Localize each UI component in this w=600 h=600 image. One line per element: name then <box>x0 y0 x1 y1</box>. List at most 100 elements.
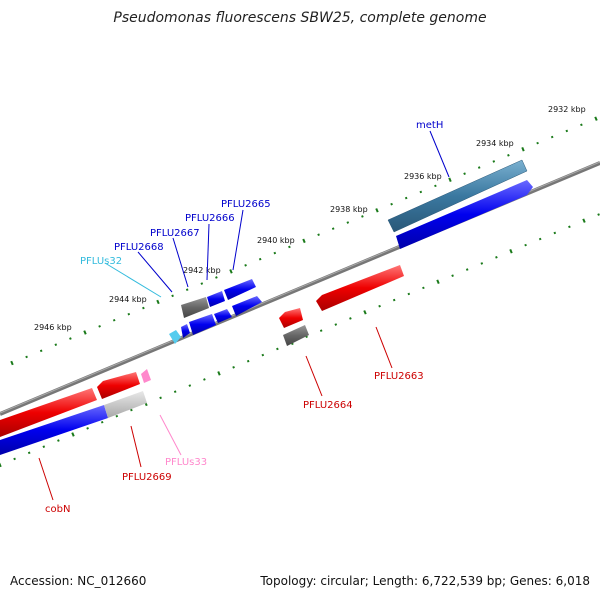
gene-label-cobN: cobN <box>45 504 70 515</box>
minor-tick <box>331 227 335 230</box>
minor-tick <box>463 172 466 175</box>
gene-label-PFLU2668: PFLU2668 <box>114 242 164 253</box>
minor-tick <box>171 294 174 298</box>
minor-tick <box>203 378 206 381</box>
minor-tick <box>334 323 338 326</box>
minor-tick <box>480 262 484 265</box>
minor-tick <box>25 355 28 359</box>
minor-tick <box>550 135 554 139</box>
major-tick <box>302 238 306 244</box>
minor-tick <box>404 196 408 200</box>
minor-tick <box>57 439 60 442</box>
gene-PFLU2664-gray[interactable] <box>283 325 309 346</box>
major-tick <box>217 371 221 376</box>
minor-tick <box>597 213 600 216</box>
minor-tick <box>98 325 101 328</box>
minor-tick <box>492 160 496 163</box>
minor-tick <box>258 257 262 261</box>
major-tick <box>10 360 14 366</box>
minor-tick <box>378 304 381 308</box>
gene-lightgray-lower[interactable] <box>104 391 147 418</box>
gene-PFLU2666[interactable] <box>207 291 225 307</box>
minor-tick <box>159 396 162 400</box>
minor-tick <box>112 318 116 322</box>
minor-tick <box>215 276 218 279</box>
minor-tick <box>434 184 437 188</box>
gene-forward-row2a[interactable] <box>232 296 262 316</box>
gene-forward-large[interactable] <box>396 180 533 249</box>
minor-tick <box>465 268 469 271</box>
leader-lines <box>38 130 450 501</box>
minor-tick <box>419 190 423 194</box>
gene-cobN-red[interactable] <box>0 388 97 437</box>
minor-tick <box>115 414 119 418</box>
major-tick <box>229 269 233 274</box>
accession-text: Accession: NC_012660 <box>10 574 147 588</box>
minor-tick <box>39 349 43 353</box>
kbp-label: 2946 kbp <box>34 323 72 332</box>
minor-tick <box>232 365 235 369</box>
minor-tick <box>69 337 72 340</box>
minor-tick <box>246 359 250 363</box>
minor-tick <box>244 263 247 267</box>
minor-tick <box>288 245 291 249</box>
minor-tick <box>507 154 510 157</box>
kbp-label: 2938 kbp <box>330 205 368 214</box>
upper-tick-track <box>10 116 598 366</box>
gene-forward-row2c[interactable] <box>189 314 216 335</box>
minor-tick <box>553 231 557 235</box>
minor-tick <box>568 225 571 229</box>
minor-tick <box>349 317 352 320</box>
minor-tick <box>580 123 583 127</box>
minor-tick <box>100 420 104 424</box>
gene-forward-lower-blue[interactable] <box>0 405 108 455</box>
gene-label-PFLU2669: PFLU2669 <box>122 472 172 483</box>
genome-summary-text: Topology: circular; Length: 6,722,539 bp… <box>260 574 590 588</box>
major-tick <box>521 147 525 152</box>
gene-PFLU2669-red[interactable] <box>97 372 140 399</box>
major-tick <box>582 218 586 223</box>
minor-tick <box>54 343 58 346</box>
minor-tick <box>346 221 350 224</box>
gene-label-metH: metH <box>416 120 443 131</box>
minor-tick <box>273 251 277 255</box>
gene-PFLU2664-red[interactable] <box>279 308 303 328</box>
minor-tick <box>185 288 189 292</box>
kbp-label: 2936 kbp <box>404 172 442 181</box>
major-tick <box>0 462 2 468</box>
minor-tick <box>407 292 411 296</box>
minor-tick <box>42 445 46 448</box>
page-title: Pseudomonas fluorescens SBW25, complete … <box>113 10 487 26</box>
minor-tick <box>13 457 16 461</box>
gene-PFLU2665[interactable] <box>224 279 256 300</box>
gene-label-PFLU2664: PFLU2664 <box>303 400 353 411</box>
minor-tick <box>477 166 481 169</box>
minor-tick <box>536 141 539 145</box>
minor-tick <box>317 233 320 237</box>
major-tick <box>83 330 87 335</box>
minor-tick <box>127 312 131 316</box>
minor-tick <box>86 427 89 430</box>
gene-PFLUs33[interactable] <box>141 369 151 383</box>
gene-label-PFLUs33: PFLUs33 <box>165 457 207 468</box>
kbp-label: 2940 kbp <box>257 236 295 245</box>
minor-tick <box>524 243 527 247</box>
gene-label-PFLU2666: PFLU2666 <box>185 213 235 224</box>
lower-tick-track <box>0 213 600 468</box>
gene-forward-small-arrow[interactable] <box>181 324 190 338</box>
gene-PFLUs32[interactable] <box>169 330 181 344</box>
major-tick <box>448 177 452 183</box>
gene-label-PFLU2665: PFLU2665 <box>221 199 271 210</box>
minor-tick <box>173 390 177 394</box>
minor-tick <box>361 215 364 218</box>
gene-pseudo-upper[interactable] <box>181 297 209 318</box>
gene-metH[interactable] <box>387 159 528 233</box>
major-tick <box>363 310 367 315</box>
minor-tick <box>261 353 265 357</box>
minor-tick <box>319 329 323 332</box>
major-tick <box>594 116 598 121</box>
gene-label-PFLU2663: PFLU2663 <box>374 371 424 382</box>
gene-forward-row2b[interactable] <box>214 309 232 323</box>
gene-PFLU2663[interactable] <box>316 265 404 311</box>
